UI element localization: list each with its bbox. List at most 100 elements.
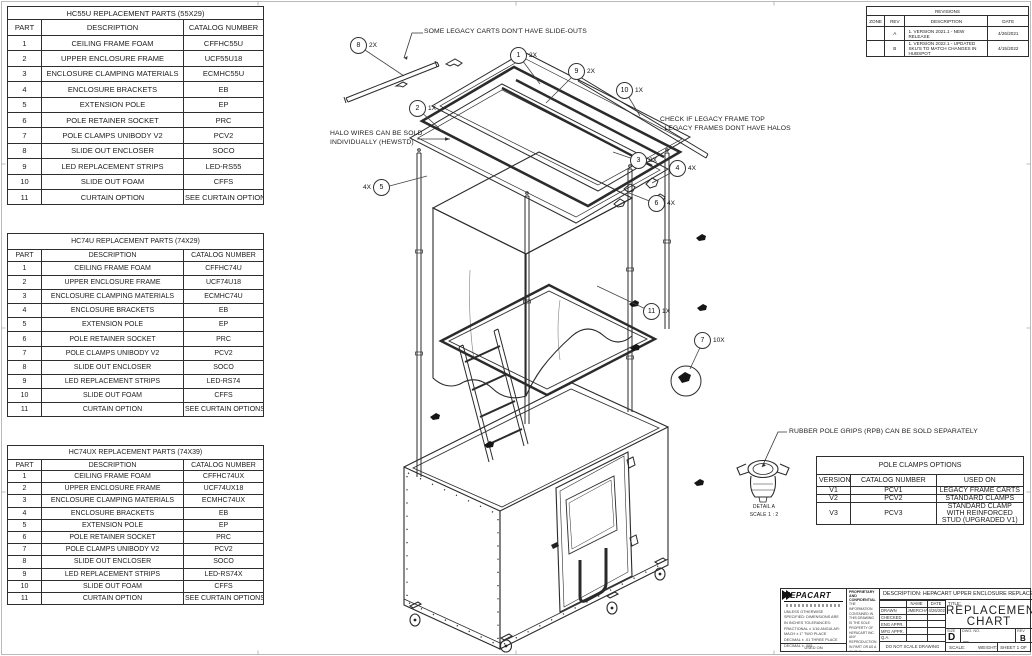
table-cell: EXTENSION POLE (41, 317, 184, 333)
size-label: SIZE (947, 629, 956, 633)
approval-row: MFG APPR. (880, 627, 945, 635)
table-cell: 11 (7, 401, 42, 418)
table-cell: ECMHC74U (183, 289, 264, 305)
table-cell: 2 (7, 50, 42, 67)
table-cell: 7 (7, 345, 42, 361)
detail-a-caption: DETAIL A SCALE 1 : 2 (736, 504, 792, 519)
version-cell: V2 (815, 494, 852, 503)
table-cell: 11 (7, 188, 42, 206)
company-tagline-illegible (786, 604, 841, 607)
description-cell: 1. VERSION 2021.1 - NEW RELEASE (904, 26, 989, 41)
table-cell: 10 (7, 579, 42, 593)
proprietary-cell: PROPRIETARY AND CONFIDENTIAL THE INFORMA… (847, 589, 880, 651)
table-cell: SLIDE OUT ENCLOSER (41, 142, 184, 160)
balloon-qty: 2X (369, 42, 377, 49)
note-legacy-line2: - LEGACY FRAMES DONT HAVE HALOS (660, 125, 791, 133)
approval-date (927, 633, 945, 642)
approval-date (927, 613, 945, 622)
table-cell: 3 (7, 289, 42, 305)
table-cell: EB (182, 81, 265, 98)
title-block-company-cell: HEPACART UNLESS OTHERWISE SPECIFIED: DIM… (781, 589, 847, 651)
column-header: DESCRIPTION (41, 249, 184, 262)
table-cell: POLE CLAMPS UNIBODY V2 (41, 345, 184, 361)
catalog-cell: PCV3 (850, 502, 937, 525)
balloon-1: 1 (510, 47, 527, 64)
approval-name (906, 627, 928, 635)
catalog-cell: PCV1 (850, 486, 937, 495)
table-cell: POLE RETAINER SOCKET (41, 331, 184, 347)
table-cell: ENCLOSURE BRACKETS (41, 303, 184, 319)
title-block: HEPACART UNLESS OTHERWISE SPECIFIED: DIM… (780, 588, 1032, 652)
column-header: DESCRIPTION (41, 19, 184, 36)
balloon-qty: 10X (713, 337, 725, 344)
table-cell: 10 (7, 173, 42, 190)
catalog-cell: PCV2 (850, 494, 937, 503)
rev-label: REV (1017, 629, 1025, 633)
revisions-title: REVISIONS (866, 6, 1029, 16)
table-cell: 10 (7, 387, 42, 403)
table-cell: 6 (7, 331, 42, 347)
table-cell: CFFS (182, 579, 265, 593)
size-value: D (948, 632, 956, 643)
balloon-qty: 2X (649, 157, 657, 164)
table-cell: 4 (7, 303, 42, 319)
balloon-7: 7 (694, 332, 711, 349)
drawing-geometry (343, 32, 790, 653)
detail-a-circle (670, 365, 702, 397)
table-cell: SEE CURTAIN OPTIONS (182, 188, 265, 206)
rev-value: B (1020, 634, 1026, 643)
used-on-label: USED ON (781, 643, 846, 651)
table-cell: LED-RS55 (182, 158, 265, 175)
table-cell: PCV2 (182, 127, 265, 144)
note-halo-line1: HALO WIRES CAN BE SOLD (330, 130, 423, 137)
rev-cell: B (884, 40, 906, 57)
approval-name (906, 613, 928, 622)
drawing-description: DESCRIPTION: HEPACART UPPER ENCLOSURE RE… (880, 589, 1032, 600)
table-cell: 9 (7, 567, 42, 581)
table-cell: 3 (7, 65, 42, 83)
balloon-4: 4 (669, 160, 686, 177)
proprietary-body: THE INFORMATION CONTAINED IN THIS DRAWIN… (849, 602, 877, 651)
column-header: CATALOG NUMBER (850, 474, 937, 487)
column-header: USED ON (935, 474, 1025, 487)
approval-label: ENG APPR. (880, 620, 907, 629)
table-cell: POLE CLAMPS UNIBODY V2 (41, 127, 184, 144)
company-name: HEPACART (784, 591, 831, 600)
table-cell: CFFS (182, 173, 265, 190)
approval-name (906, 620, 928, 629)
table-cell: EP (182, 96, 265, 113)
do-not-scale-note: DO NOT SCALE DRAWING (885, 644, 940, 649)
table-cell: LED-RS74X (182, 567, 265, 581)
table-cell: EP (183, 317, 264, 333)
used-on-cell: LEGACY FRAME CARTS (935, 486, 1025, 495)
column-header: CATALOG NUMBER (182, 19, 265, 36)
scale-weight-sheet-row: SCALE: 1:12 WEIGHT: SHEET 1 OF 1 (946, 642, 1032, 651)
table-cell: SLIDE OUT FOAM (41, 579, 184, 593)
table-cell: CEILING FRAME FOAM (41, 34, 184, 52)
balloon-3: 3 (630, 152, 647, 169)
column-header: REV (884, 15, 906, 27)
approval-date (927, 620, 945, 629)
sheet-number: SHEET 1 OF 1 (997, 643, 1032, 651)
